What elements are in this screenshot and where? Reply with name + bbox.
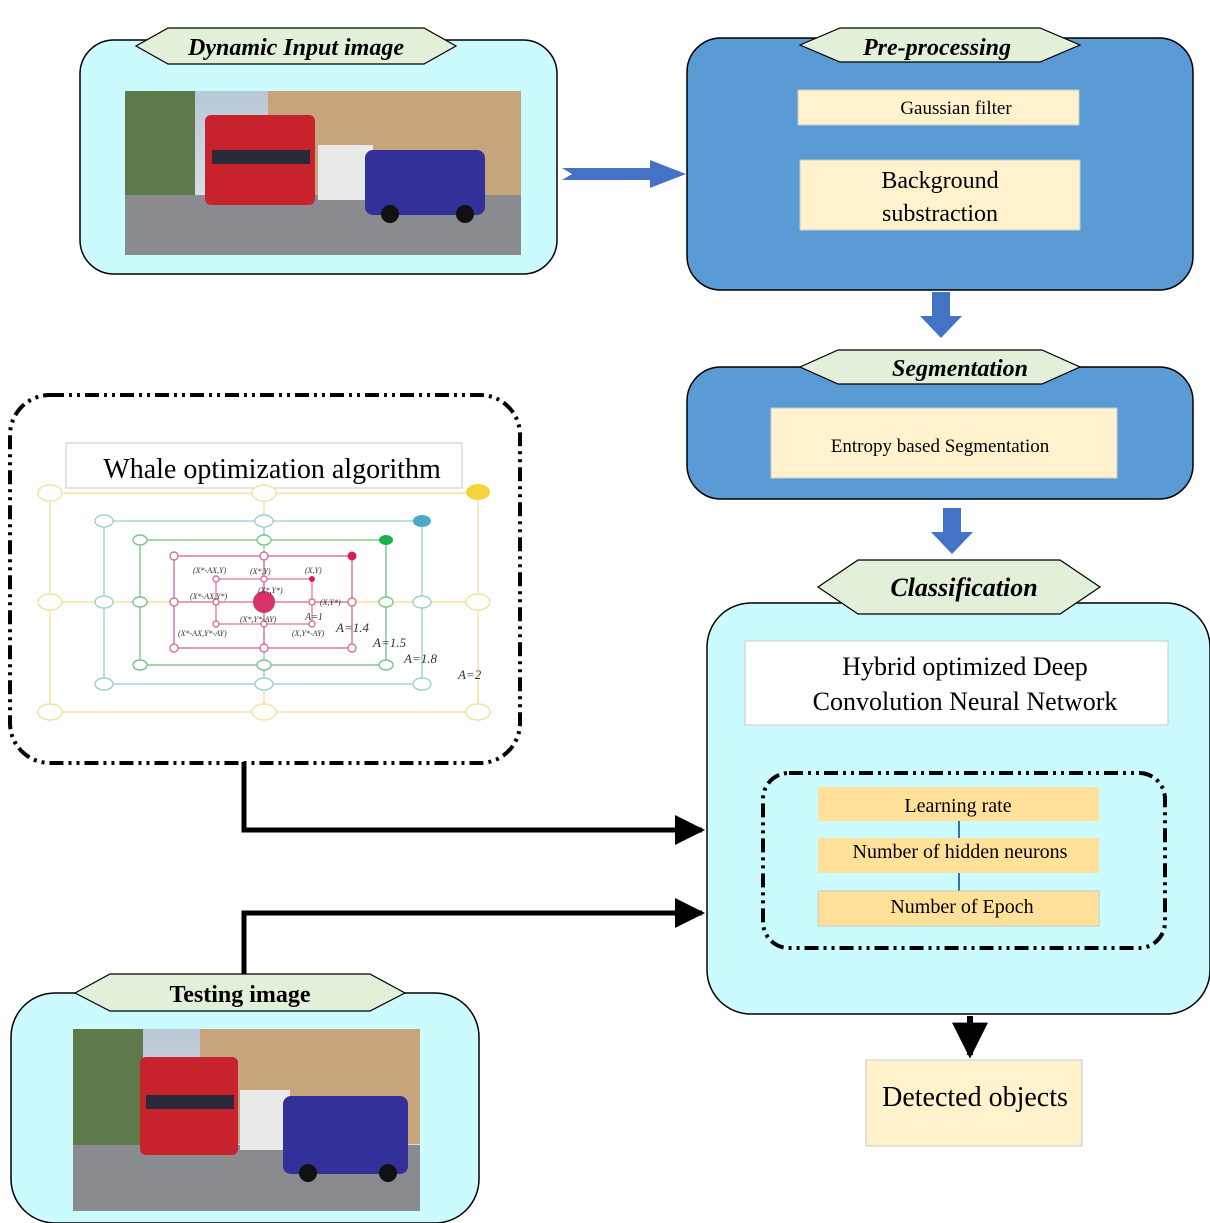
background-subtraction-box [799, 159, 1081, 231]
woa-label-7: (X*,Y*-AY) [240, 615, 277, 624]
segmentation-panel: Segmentation Entropy based Segmentation [686, 349, 1194, 500]
woa-yellow-dot [466, 484, 490, 500]
model-line2: Convolution Neural Network [813, 687, 1118, 716]
arrow-input-to-preprocessing [562, 160, 686, 188]
learning-rate-label: Learning rate [904, 795, 1011, 817]
woa-magenta-dot [347, 551, 357, 561]
arrow-segmentation-to-classification [931, 508, 973, 554]
woa-label-3: (X*-AX,Y*) [190, 592, 227, 601]
woa-label-1: (X*,Y) [250, 567, 271, 576]
hidden-neurons-box [818, 838, 1099, 873]
model-box [744, 640, 1169, 726]
woa-a-label-3: A=1.8 [403, 651, 437, 666]
woa-label-6: (X*-AX,Y*-AY) [178, 629, 227, 638]
preprocessing-title: Pre-processing [862, 35, 1011, 61]
woa-label-8: (X,Y*-AY) [292, 629, 325, 638]
background-subtraction-line2: substraction [882, 201, 998, 227]
segmentation-title: Segmentation [892, 356, 1028, 382]
gaussian-filter-label: Gaussian filter [900, 98, 1012, 119]
testing-street-photo [73, 1029, 420, 1211]
learning-rate-box [818, 787, 1099, 821]
gaussian-filter-box [797, 89, 1080, 126]
woa-a-label-0: A=1 [304, 612, 323, 623]
epoch-label: Number of Epoch [890, 896, 1033, 918]
classification-title: Classification [890, 573, 1037, 602]
hyperparameter-group [761, 771, 1167, 950]
woa-title-box [65, 442, 463, 489]
woa-label-5: (X,Y*) [320, 598, 341, 607]
background-subtraction-line1: Background [881, 168, 998, 194]
testing-panel-title: Testing image [169, 982, 310, 1008]
entropy-segmentation-label: Entropy based Segmentation [831, 436, 1050, 457]
woa-label-0: (X*-AX,Y) [193, 566, 226, 575]
model-line1: Hybrid optimized Deep [842, 652, 1088, 681]
woa-label-4: (X*,Y*) [258, 586, 283, 595]
woa-title: Whale optimization algorithm [103, 454, 441, 485]
connector-testing-to-classification [241, 898, 705, 975]
input-panel-title: Dynamic Input image [187, 35, 404, 61]
detected-objects-label: Detected objects [882, 1082, 1068, 1113]
epoch-box [817, 890, 1100, 927]
woa-a-label-2: A=1.5 [372, 635, 406, 650]
hidden-neurons-label: Number of hidden neurons [853, 841, 1068, 863]
entropy-segmentation-box [770, 407, 1118, 479]
woa-label-2: (X,Y) [305, 566, 322, 575]
woa-blue-dot [413, 515, 431, 527]
input-street-photo [125, 91, 521, 255]
woa-green-dot [379, 535, 393, 545]
preprocessing-panel: Pre-processing Gaussian filter Backgroun… [686, 27, 1194, 291]
arrow-preprocessing-to-segmentation [920, 292, 962, 338]
woa-a-label-4: A=2 [457, 667, 482, 682]
detected-objects-box [865, 1059, 1083, 1147]
woa-small-magenta-dot [309, 576, 315, 582]
woa-panel: Whale optimization algorithm [8, 393, 522, 765]
classification-panel: Classification Hybrid optimized Deep Con… [706, 559, 1210, 1015]
testing-image-panel: Testing image [10, 973, 480, 1223]
connector-woa-to-classification [241, 762, 705, 845]
input-image-panel: Dynamic Input image [79, 27, 558, 275]
woa-a-label-1: A=1.4 [335, 620, 369, 635]
woa-center-dot [253, 591, 275, 613]
